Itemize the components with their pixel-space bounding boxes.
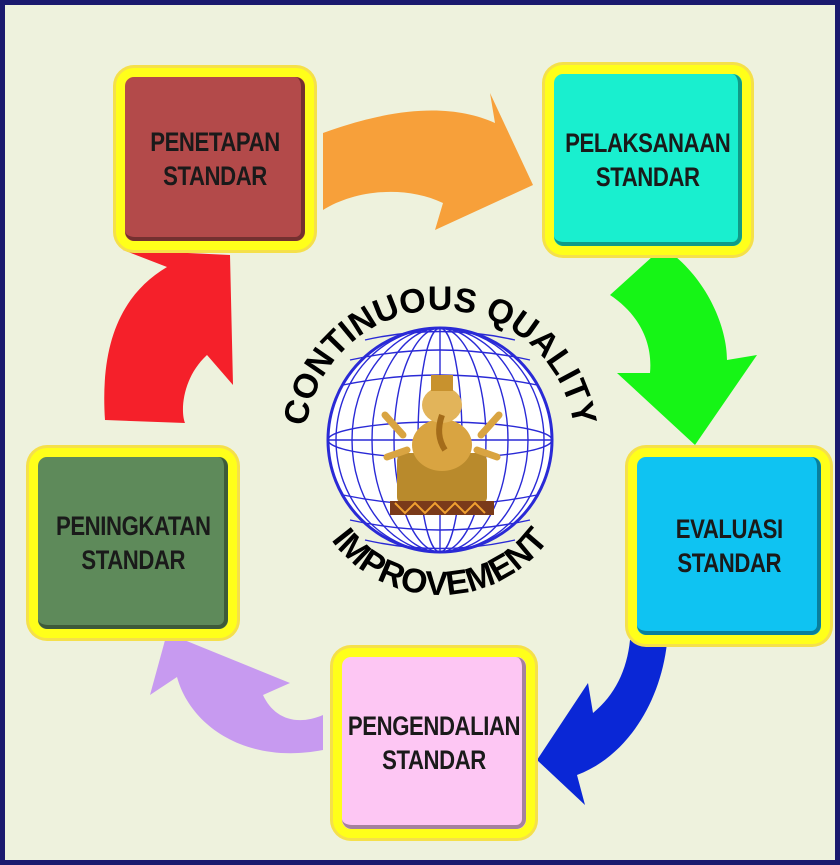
stage-pengendalian-box: PENGENDALIAN STANDAR [333,648,535,838]
box-fill [125,77,305,241]
stage-line1: PENETAPAN [150,127,280,157]
stage-line2: STANDAR [81,545,185,575]
arrow-penetapan-to-pelaksanaan [323,93,533,230]
box-fill [637,457,821,635]
stage-peningkatan-label: PENINGKATAN STANDAR [56,509,211,577]
arrow-pengendalian-to-peningkatan [150,633,323,754]
stage-penetapan-box: PENETAPAN STANDAR [116,68,314,250]
stage-line2: STANDAR [163,161,267,191]
box-fill [38,457,228,629]
arrows-layer: CONTINUOUS QUALITY IMPROVEMENT [104,93,757,805]
stage-line1: EVALUASI [675,514,783,544]
ganesha-emblem [381,375,503,515]
stage-pelaksanaan-box: PELAKSANAAN STANDAR [545,65,751,255]
stage-line2: STANDAR [382,745,486,775]
stage-evaluasi-label: EVALUASI STANDAR [675,512,782,580]
arrow-peningkatan-to-penetapan [104,250,234,423]
arrow-evaluasi-to-pengendalian [537,640,667,805]
stage-penetapan-label: PENETAPAN STANDAR [150,125,280,193]
stage-line2: STANDAR [677,548,781,578]
box-fill [554,74,742,246]
stage-pelaksanaan-label: PELAKSANAAN STANDAR [565,126,731,194]
stage-line1: PELAKSANAAN [565,128,731,158]
stage-evaluasi-box: EVALUASI STANDAR [628,448,830,644]
stage-line1: PENINGKATAN [55,511,211,541]
stage-line1: PENGENDALIAN [347,711,521,741]
stage-peningkatan-box: PENINGKATAN STANDAR [29,448,237,638]
arrow-pelaksanaan-to-evaluasi [610,247,757,445]
stage-pengendalian-label: PENGENDALIAN STANDAR [347,709,521,777]
box-fill [342,657,526,829]
stage-line2: STANDAR [596,162,700,192]
